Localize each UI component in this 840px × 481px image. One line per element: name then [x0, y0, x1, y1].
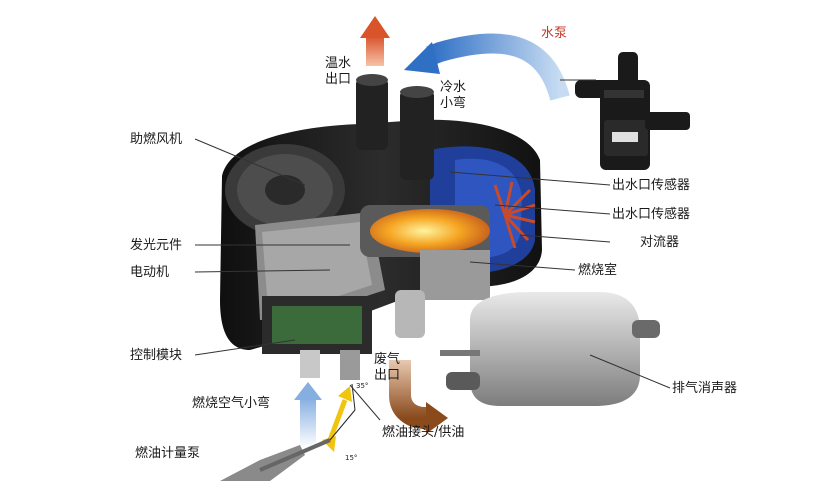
- warm-water-outlet-label-line2: 出口: [325, 72, 352, 87]
- cold-water-bend-label-line1: 冷水: [440, 80, 467, 95]
- combustion-fan-label: 助燃风机: [130, 132, 183, 147]
- exhaust-outlet-label-line2: 出口: [374, 368, 401, 383]
- combustion-air-bend-label: 燃烧空气小弯: [192, 396, 271, 411]
- combustion-chamber-label: 燃烧室: [578, 263, 618, 278]
- fuel-connector-label: 燃油接头/供油: [382, 425, 465, 440]
- water-outlet-sensor-label-1: 出水口传感器: [612, 178, 691, 193]
- angle-15-label: 15°: [345, 454, 358, 462]
- fuel-metering-pump-icon: [220, 438, 331, 481]
- motor-label: 电动机: [130, 265, 170, 280]
- water-pump-label: 水泵: [541, 26, 568, 41]
- angle-35-label: 35°: [356, 382, 369, 390]
- cold-water-bend-label-line2: 小弯: [440, 96, 467, 111]
- warm-water-outlet-label-line1: 温水: [325, 56, 352, 71]
- fuel-metering-pump-label: 燃油计量泵: [135, 446, 201, 461]
- heater-unit-icon: [220, 74, 542, 380]
- exhaust-outlet-label-line1: 废气: [374, 352, 401, 367]
- exhaust-arrow-icon: [389, 360, 448, 434]
- convector-label: 对流器: [640, 235, 680, 250]
- glow-element-label: 发光元件: [130, 238, 183, 253]
- water-pump-icon: [575, 52, 690, 170]
- water-outlet-sensor-label-2: 出水口传感器: [612, 207, 691, 222]
- silencer-icon: [440, 292, 660, 406]
- exhaust-silencer-label: 排气消声器: [672, 381, 738, 396]
- combustion-air-arrow-icon: [294, 382, 322, 448]
- hot-water-arrow-icon: [360, 16, 390, 66]
- control-module-label: 控制模块: [130, 348, 183, 363]
- leader-lines: [194, 79, 671, 421]
- cold-water-arrow-icon: [404, 33, 570, 101]
